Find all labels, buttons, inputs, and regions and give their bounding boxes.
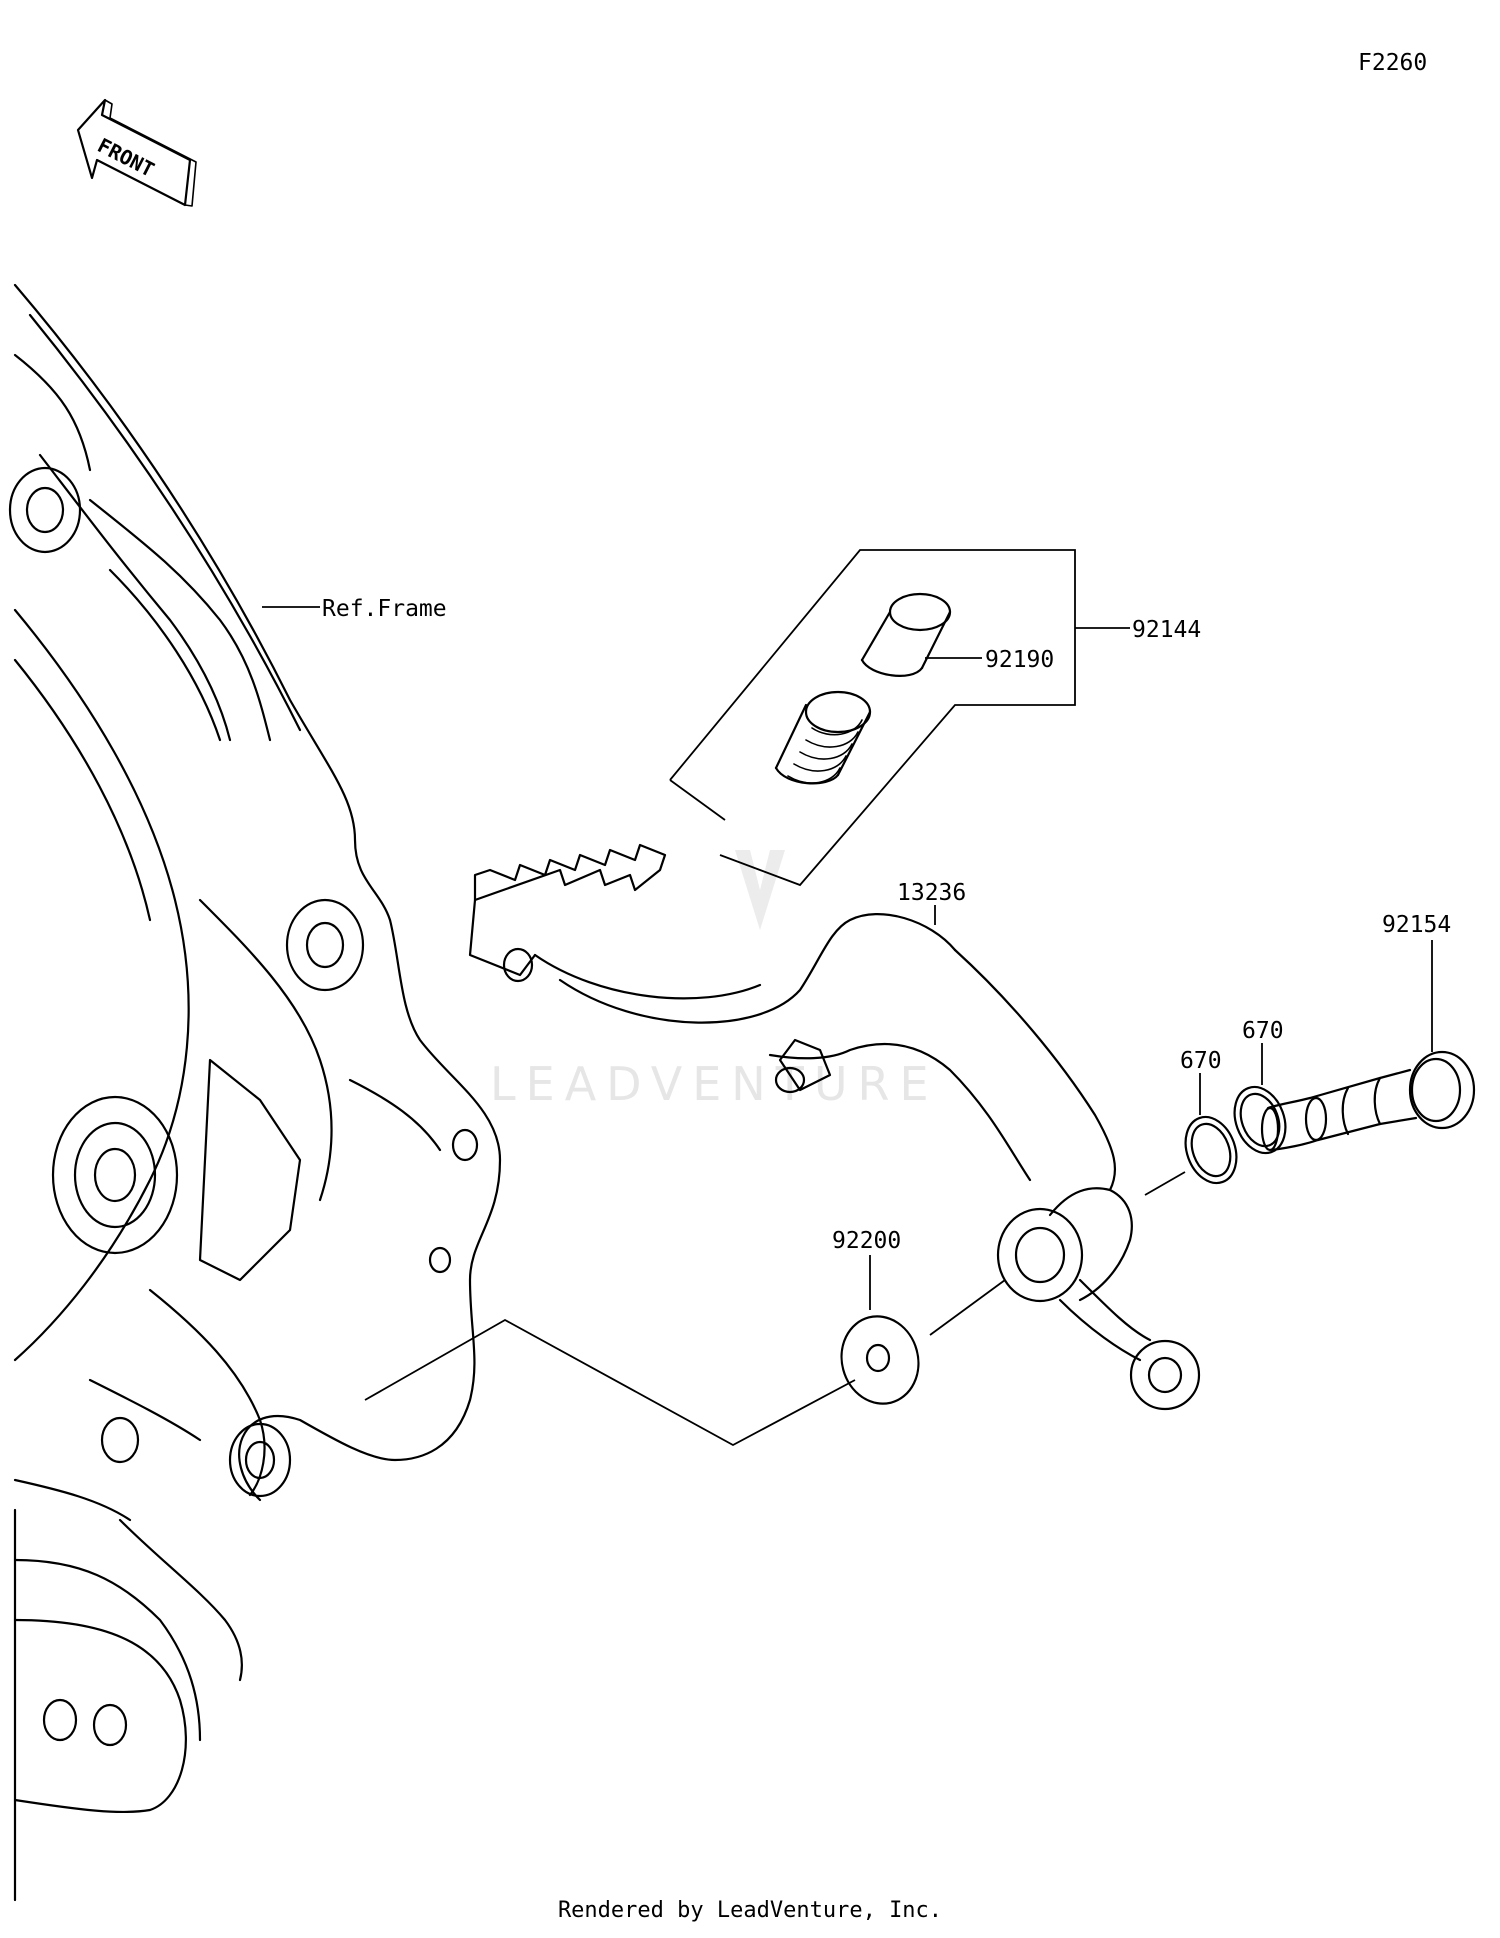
part-label-13236: 13236: [897, 880, 966, 906]
seal-670-left: 670: [1180, 1048, 1238, 1185]
part-label-92200: 92200: [832, 1228, 901, 1254]
brake-pedal-13236: 13236: [468, 843, 1201, 1411]
kit-92144: 92144: [669, 549, 1201, 887]
washer-92200: 92200: [832, 1228, 920, 1405]
spring-drawing: [774, 690, 872, 785]
assembly-lines: [364, 1171, 1186, 1447]
part-label-92154: 92154: [1382, 912, 1451, 938]
front-arrow-icon: FRONT: [76, 98, 197, 207]
part-label-670-a: 670: [1180, 1048, 1222, 1074]
part-label-670-b: 670: [1242, 1018, 1284, 1044]
footer-credit: Rendered by LeadVenture, Inc.: [557, 1898, 943, 1923]
pivot-bolt-92154: 92154: [1260, 912, 1476, 1152]
watermark-text: LEADVENTURE: [490, 1057, 939, 1111]
part-label-92144: 92144: [1132, 617, 1201, 643]
frame-drawing: Ref.Frame: [8, 283, 502, 1902]
part-label-92190: 92190: [985, 647, 1054, 673]
diagram-code: F2260: [1358, 50, 1427, 76]
watermark: LEADVENTURE: [490, 850, 939, 1111]
sleeve-92190: 92190: [860, 592, 1054, 677]
seal-670-right: 670: [1233, 1018, 1287, 1155]
ref-frame-label: Ref.Frame: [322, 596, 447, 622]
